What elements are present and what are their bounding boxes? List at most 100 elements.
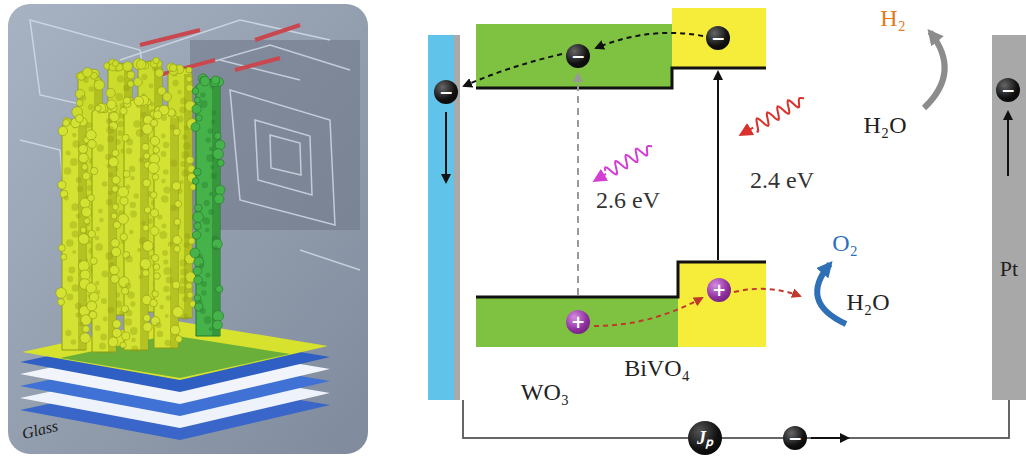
nanorod-grain [213,149,224,160]
nanorod-grain [163,142,169,148]
nanorod-grain [194,222,201,229]
nanorod-grain [172,281,180,289]
nanorod-grain [136,60,145,69]
nanorod-grain [214,194,224,204]
nanorod-grain [200,92,206,98]
nanorod-grain [82,164,88,170]
nanorod-grain [180,278,187,285]
probe-wires [140,25,300,75]
nanorod-grain [153,57,160,64]
nanorod-grain [88,140,97,149]
nanorod-grain [112,186,119,193]
nanorod-grain [217,160,224,167]
excitation-arrow [577,74,579,295]
product-label: O₂ [832,231,858,255]
nanorod-grain [211,173,217,179]
hole-symbol: + [707,278,731,302]
photo-shade [190,40,360,230]
nanorod-grain [163,259,168,264]
nanorod-grain [186,156,194,164]
electron-transfer-arrow [596,33,703,48]
nanorod-grain [144,207,151,214]
energy-label: 2.6 eV [596,188,660,212]
nanorod-grain [95,281,99,285]
hole-transfer-arrow [734,289,800,296]
nanorod-grain [120,197,128,205]
nanorod [56,114,92,350]
nanorod-grain [207,128,213,134]
nanorod-grain [127,291,135,299]
external-wire [463,400,1009,438]
nanorod-grain [58,299,65,306]
nanorod-grain [152,291,158,297]
nanorod-grain [67,276,73,282]
nanorod-grain [159,231,167,239]
nanorod-grain [79,322,83,326]
nanorod-grain [72,250,76,254]
nanorod-grain [205,228,210,233]
nanorod-grain [170,325,180,335]
nanorod-grain [61,254,67,260]
nanorod-grain [183,142,191,150]
nanorod-grain [157,331,164,338]
nanorod-grain [99,342,106,349]
nanorod-grain [120,342,126,348]
nanorod-grain [86,283,96,293]
nanorod-grain [162,223,167,228]
nanorod-grain [112,176,120,184]
nanorod-grain [58,126,67,135]
nanorod-grain [203,217,210,224]
nanorod-grain [95,243,103,251]
nanorod-grain [213,320,223,330]
nanorod-grain [156,322,162,328]
nanorod-grain [59,245,66,252]
nanorod-grain [161,134,166,139]
nanorod-grain [193,267,202,276]
nanorod-grain [95,325,101,331]
nanorod-grain [106,88,115,97]
nanorod-grain [209,147,213,151]
nanorod-grain [193,168,201,176]
nanorod-grain [149,84,154,89]
nanorod-grain [129,230,134,235]
nanorod-grain [120,233,127,240]
nanorod-grain [107,135,114,142]
device-illustration [8,4,368,454]
nanorod [86,100,121,352]
nanorod-grain [193,212,204,223]
nanorod-grain [163,286,169,292]
nanorod-grain [150,136,159,145]
nanorod-grain [196,115,202,121]
nanorod-grain [123,97,130,104]
excitation-arrow [717,72,719,260]
nanorod-grain [63,119,70,126]
nanorod-grain [106,164,111,169]
nanorod-grain [211,120,215,124]
nanorod-grain [129,202,136,209]
material-label: WO₃ [521,380,569,404]
nanorod-grain [126,310,133,317]
nanorod-grain [84,218,90,224]
nanorod-grain [131,338,135,342]
bivo4-conduction-band [672,8,766,68]
electron-symbol: − [783,426,807,450]
nanorod-grain [90,257,97,264]
nanorod-grain [143,225,149,231]
nanorod-grain [168,110,176,118]
nanorod-grain [126,148,132,154]
nanorod-grain [117,75,125,83]
nanorod-grain [102,271,109,278]
nanorod-grain [98,209,103,214]
nanorod-grain [166,295,171,300]
nanorod-grain [210,165,214,169]
nanorod-grain [190,184,197,191]
nanorod-grain [204,316,212,324]
nanorod-grain [112,328,121,337]
nanorod-grain [182,134,187,139]
nanorod-grain [159,305,163,309]
nanorod-grain [163,169,169,175]
nanorod-grain [192,88,199,95]
nanorod [118,95,154,352]
nanorod-grain [103,317,108,322]
nanorod-grain [172,307,183,318]
